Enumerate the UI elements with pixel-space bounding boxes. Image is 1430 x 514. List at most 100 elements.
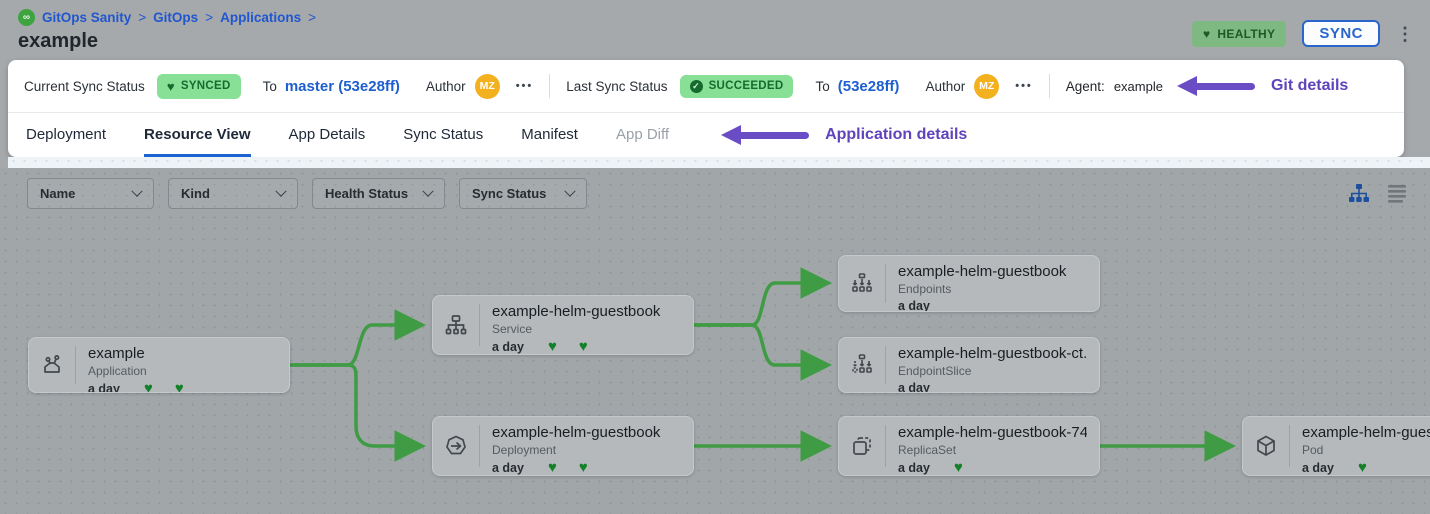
heart-icon: ♥: [174, 380, 184, 392]
edge-service-endpoints: [692, 267, 832, 327]
health-status-filter-label: Health Status: [325, 186, 409, 201]
author-label: Author: [925, 78, 966, 94]
canvas-edge-strip: [8, 157, 1430, 168]
node-kind: Endpoints: [898, 282, 952, 296]
chevron-down-icon: [275, 185, 287, 197]
page-title: example: [18, 30, 99, 52]
divider: [479, 304, 480, 346]
divider: [885, 346, 886, 384]
node-endpointslice-example-helm-guestbook[interactable]: example-helm-guestbook-ct... EndpointSli…: [838, 337, 1100, 393]
resource-tree-canvas[interactable]: Name Kind Health Status Sync Status: [0, 168, 1430, 514]
gitops-logo-icon: ∞: [18, 9, 35, 26]
tab-manifest[interactable]: Manifest: [521, 126, 578, 143]
tab-deployment[interactable]: Deployment: [26, 126, 107, 143]
node-age: a day: [898, 460, 930, 475]
heart-icon: ♥: [547, 338, 557, 354]
synced-badge: ♥ SYNCED: [156, 73, 241, 99]
heart-icon: ♥: [578, 338, 588, 354]
divider: [885, 264, 886, 303]
heart-icon: ♥: [1357, 459, 1367, 475]
app-details-card: Current Sync Status ♥ SYNCED To master (…: [8, 60, 1404, 157]
node-age: a day: [492, 339, 524, 354]
node-pod-example-helm-guestbook[interactable]: example-helm-guest Pod a day ♥: [1242, 416, 1430, 476]
health-hearts: ♥: [1358, 460, 1367, 475]
deployment-icon: [433, 417, 479, 475]
heart-icon: ♥: [1202, 26, 1211, 41]
node-title: example-helm-guestbook-74...: [898, 424, 1087, 441]
tree-view-icon[interactable]: [1348, 182, 1370, 204]
list-view-icon[interactable]: [1386, 183, 1408, 203]
left-arrow-icon: [721, 125, 810, 145]
last-revision-link[interactable]: (53e28ff): [837, 77, 900, 95]
heart-icon: ♥: [547, 459, 557, 475]
node-deployment-example-helm-guestbook[interactable]: example-helm-guestbook Deployment a day …: [432, 416, 694, 476]
edge-service-endpointslice: [692, 323, 832, 381]
tab-app-details[interactable]: App Details: [288, 126, 366, 143]
node-age: a day: [1302, 460, 1334, 475]
author-avatar[interactable]: MZ: [474, 73, 500, 99]
node-age: a day: [88, 381, 120, 393]
tab-sync-status[interactable]: Sync Status: [403, 126, 484, 143]
to-label: To: [815, 78, 830, 94]
node-endpoints-example-helm-guestbook[interactable]: example-helm-guestbook Endpoints a day: [838, 255, 1100, 312]
node-title: example-helm-guest: [1302, 424, 1430, 441]
node-age: a day: [898, 299, 930, 311]
heart-icon: ♥: [166, 78, 175, 94]
node-title: example-helm-guestbook: [898, 263, 1067, 280]
health-status-badge: ♥ HEALTHY: [1191, 20, 1287, 47]
breadcrumb-separator: >: [308, 10, 316, 25]
breadcrumb-item-gitops-sanity[interactable]: GitOps Sanity: [42, 10, 132, 25]
breadcrumb-separator: >: [205, 10, 214, 25]
replicaset-icon: [839, 417, 885, 475]
breadcrumb-item-applications[interactable]: Applications: [220, 10, 302, 25]
node-application-example[interactable]: example Application a day ♥♥: [28, 337, 290, 393]
author-label: Author: [425, 78, 466, 94]
sync-status-filter-dropdown[interactable]: Sync Status: [459, 178, 587, 209]
name-filter-dropdown[interactable]: Name: [27, 178, 154, 209]
author-avatar[interactable]: MZ: [974, 73, 1000, 99]
last-sync-menu-icon[interactable]: •••: [1015, 80, 1033, 92]
divider: [549, 74, 551, 98]
filter-bar: Name Kind Health Status Sync Status: [27, 178, 587, 209]
agent-value: example: [1113, 78, 1163, 94]
succeeded-badge: ✓ SUCCEEDED: [679, 74, 794, 98]
health-hearts: ♥: [954, 460, 963, 475]
current-sync-status-label: Current Sync Status: [24, 78, 145, 94]
agent-label: Agent:: [1065, 78, 1105, 94]
health-hearts: ♥♥: [548, 460, 588, 475]
node-kind: Pod: [1302, 443, 1324, 457]
tab-resource-view[interactable]: Resource View: [144, 113, 251, 157]
heart-icon: ♥: [953, 459, 963, 475]
git-details-annotation: Git details: [1176, 76, 1348, 96]
health-hearts: ♥♥: [548, 339, 588, 354]
current-revision-link[interactable]: master (53e28ff): [284, 77, 400, 95]
kind-filter-label: Kind: [181, 186, 210, 201]
node-service-example-helm-guestbook[interactable]: example-helm-guestbook Service a day ♥♥: [432, 295, 694, 355]
health-hearts: ♥♥: [144, 381, 184, 392]
more-options-icon[interactable]: ⋮: [1396, 23, 1414, 44]
breadcrumb-item-gitops[interactable]: GitOps: [153, 10, 199, 25]
node-kind: Application: [88, 364, 147, 378]
header-actions: ♥ HEALTHY SYNC ⋮: [1191, 20, 1414, 47]
breadcrumb: ∞ GitOps Sanity > GitOps > Applications …: [18, 9, 316, 26]
node-kind: ReplicaSet: [898, 443, 957, 457]
divider: [1048, 74, 1050, 98]
resource-tree-edges: [288, 267, 1236, 462]
chevron-down-icon: [131, 185, 143, 197]
left-arrow-icon: [1176, 76, 1255, 96]
kind-filter-dropdown[interactable]: Kind: [168, 178, 298, 209]
sync-status-bar: Current Sync Status ♥ SYNCED To master (…: [8, 60, 1404, 112]
node-kind: EndpointSlice: [898, 364, 972, 378]
sync-button[interactable]: SYNC: [1302, 20, 1380, 47]
tab-app-diff[interactable]: App Diff: [615, 126, 670, 143]
sync-status-filter-label: Sync Status: [472, 186, 547, 201]
current-sync-menu-icon[interactable]: •••: [515, 80, 534, 92]
app-tabs: Deployment Resource View App Details Syn…: [8, 113, 1404, 157]
node-replicaset-example-helm-guestbook[interactable]: example-helm-guestbook-74... ReplicaSet …: [838, 416, 1100, 476]
health-status-filter-dropdown[interactable]: Health Status: [312, 178, 445, 209]
check-circle-icon: ✓: [689, 79, 703, 93]
node-title: example-helm-guestbook-ct...: [898, 345, 1087, 362]
application-icon: [29, 338, 75, 392]
node-age: a day: [898, 381, 930, 392]
synced-badge-label: SYNCED: [180, 80, 231, 92]
